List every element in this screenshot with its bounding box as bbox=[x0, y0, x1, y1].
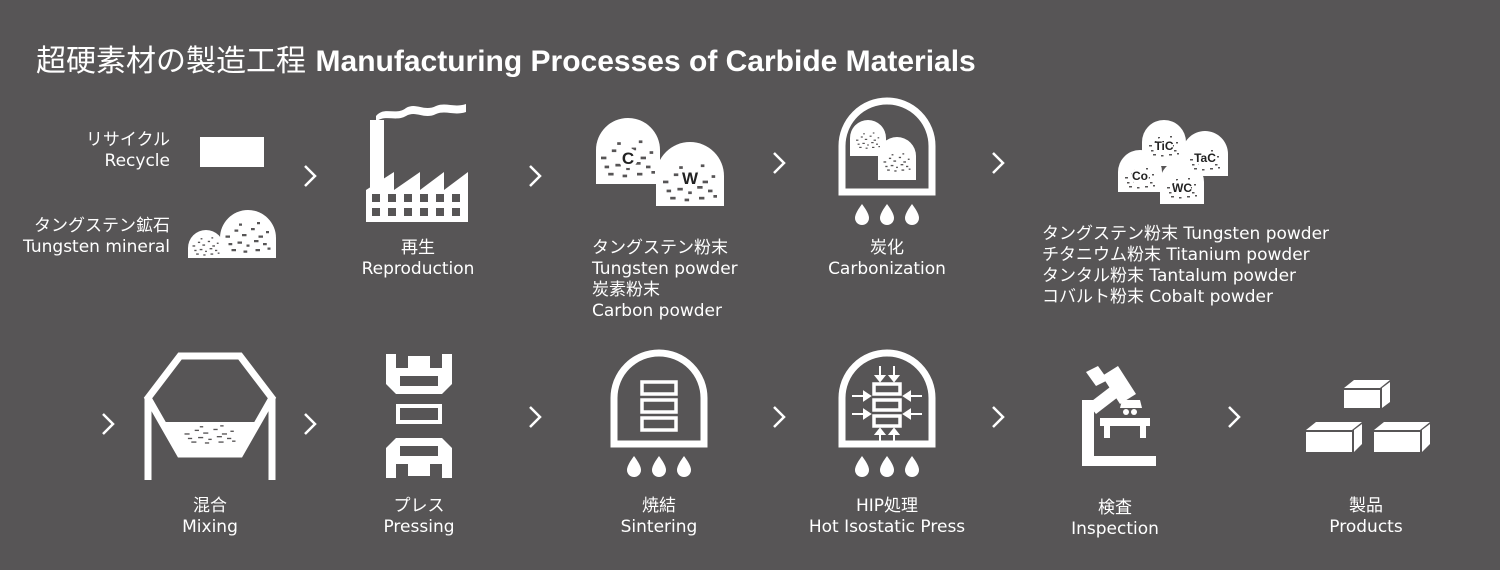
page-title: 超硬素材の製造工程 Manufacturing Processes of Car… bbox=[36, 36, 976, 80]
title-en: Manufacturing Processes of Carbide Mater… bbox=[315, 45, 976, 78]
pressing-label-ja: プレス bbox=[393, 496, 445, 516]
arrow-icon-3 bbox=[773, 152, 786, 174]
tic-letter: TiC bbox=[1154, 139, 1173, 153]
product-block-left bbox=[1306, 422, 1362, 452]
arrow-icon-7 bbox=[529, 406, 542, 428]
carbonization-furnace-icon bbox=[838, 97, 936, 225]
products-label-en: Products bbox=[1329, 517, 1403, 537]
materials-label-4: コバルト粉末 Cobalt powder bbox=[1042, 287, 1274, 307]
tac-letter: TaC bbox=[1194, 151, 1216, 165]
arrow-icon-4 bbox=[992, 152, 1005, 174]
recycle-label-ja: リサイクル bbox=[85, 130, 170, 150]
hip-furnace-icon bbox=[838, 349, 936, 477]
powders-label-4: Carbon powder bbox=[592, 301, 722, 321]
materials-label-3: タンタル粉末 Tantalum powder bbox=[1042, 266, 1297, 286]
arrow-icon-6 bbox=[304, 413, 317, 435]
mineral-ore-icon bbox=[188, 210, 276, 258]
recycle-block-icon bbox=[200, 137, 264, 167]
mixing-label: 混合 Mixing bbox=[150, 496, 270, 538]
arrow-icon-5 bbox=[102, 413, 115, 435]
carbonization-label: 炭化 Carbonization bbox=[820, 238, 954, 280]
product-block-top bbox=[1344, 380, 1390, 408]
microscope-icon bbox=[1082, 366, 1156, 466]
arrow-icon-8 bbox=[773, 406, 786, 428]
products-label-ja: 製品 bbox=[1349, 496, 1383, 516]
powders-cw-icon: C W bbox=[596, 118, 724, 206]
reproduction-label-ja: 再生 bbox=[401, 238, 435, 258]
press-icon bbox=[386, 354, 452, 478]
pressing-label-en: Pressing bbox=[383, 517, 455, 537]
reproduction-label: 再生 Reproduction bbox=[357, 238, 479, 280]
hip-label-ja: HIP処理 bbox=[855, 496, 919, 516]
powders-label-2: Tungsten powder bbox=[592, 259, 738, 279]
arrow-icon-9 bbox=[992, 406, 1005, 428]
recycle-label: リサイクル Recycle bbox=[60, 130, 170, 172]
mixing-label-ja: 混合 bbox=[193, 496, 227, 516]
sintering-label: 焼結 Sintering bbox=[594, 496, 724, 538]
products-icon bbox=[1306, 380, 1430, 452]
materials-label-1: タングステン粉末 Tungsten powder bbox=[1042, 224, 1330, 244]
reproduction-label-en: Reproduction bbox=[361, 259, 475, 279]
pressing-label: プレス Pressing bbox=[364, 496, 474, 538]
mineral-label: タングステン鉱石 Tungsten mineral bbox=[10, 216, 170, 258]
carbonization-label-ja: 炭化 bbox=[870, 238, 904, 258]
mineral-label-en: Tungsten mineral bbox=[23, 237, 170, 257]
inspection-label-en: Inspection bbox=[1071, 519, 1159, 539]
arrow-icon-2 bbox=[529, 165, 542, 187]
sintering-label-ja: 焼結 bbox=[642, 496, 676, 516]
materials-cluster-icon: TiC TaC Co WC bbox=[1118, 120, 1228, 204]
mixer-icon bbox=[143, 352, 277, 480]
powders-label-3: 炭素粉末 bbox=[592, 280, 660, 300]
arrow-icon-1 bbox=[304, 165, 317, 187]
c-letter: C bbox=[622, 149, 634, 168]
sintering-label-en: Sintering bbox=[620, 517, 698, 537]
inspection-label-ja: 検査 bbox=[1098, 498, 1132, 518]
mineral-label-ja: タングステン鉱石 bbox=[34, 216, 170, 236]
product-block-right bbox=[1374, 422, 1430, 452]
products-label: 製品 Products bbox=[1316, 496, 1416, 538]
hip-label-en: Hot Isostatic Press bbox=[808, 517, 966, 537]
co-letter: Co bbox=[1132, 169, 1148, 183]
hip-label: HIP処理 Hot Isostatic Press bbox=[800, 496, 974, 538]
arrow-icon-10 bbox=[1228, 406, 1241, 428]
materials-label: タングステン粉末 Tungsten powder チタニウム粉末 Titaniu… bbox=[1042, 224, 1362, 308]
materials-label-2: チタニウム粉末 Titanium powder bbox=[1042, 245, 1310, 265]
powders-label: タングステン粉末 Tungsten powder 炭素粉末 Carbon pow… bbox=[592, 238, 752, 322]
factory-icon bbox=[366, 104, 468, 222]
recycle-label-en: Recycle bbox=[104, 151, 170, 171]
mixing-label-en: Mixing bbox=[182, 517, 238, 537]
carbonization-label-en: Carbonization bbox=[828, 259, 946, 279]
inspection-label: 検査 Inspection bbox=[1060, 498, 1170, 540]
wc-letter: WC bbox=[1172, 181, 1192, 195]
sintering-furnace-icon bbox=[610, 349, 708, 477]
title-ja: 超硬素材の製造工程 bbox=[36, 44, 306, 79]
w-letter: W bbox=[682, 169, 699, 188]
powders-label-1: タングステン粉末 bbox=[592, 238, 728, 258]
